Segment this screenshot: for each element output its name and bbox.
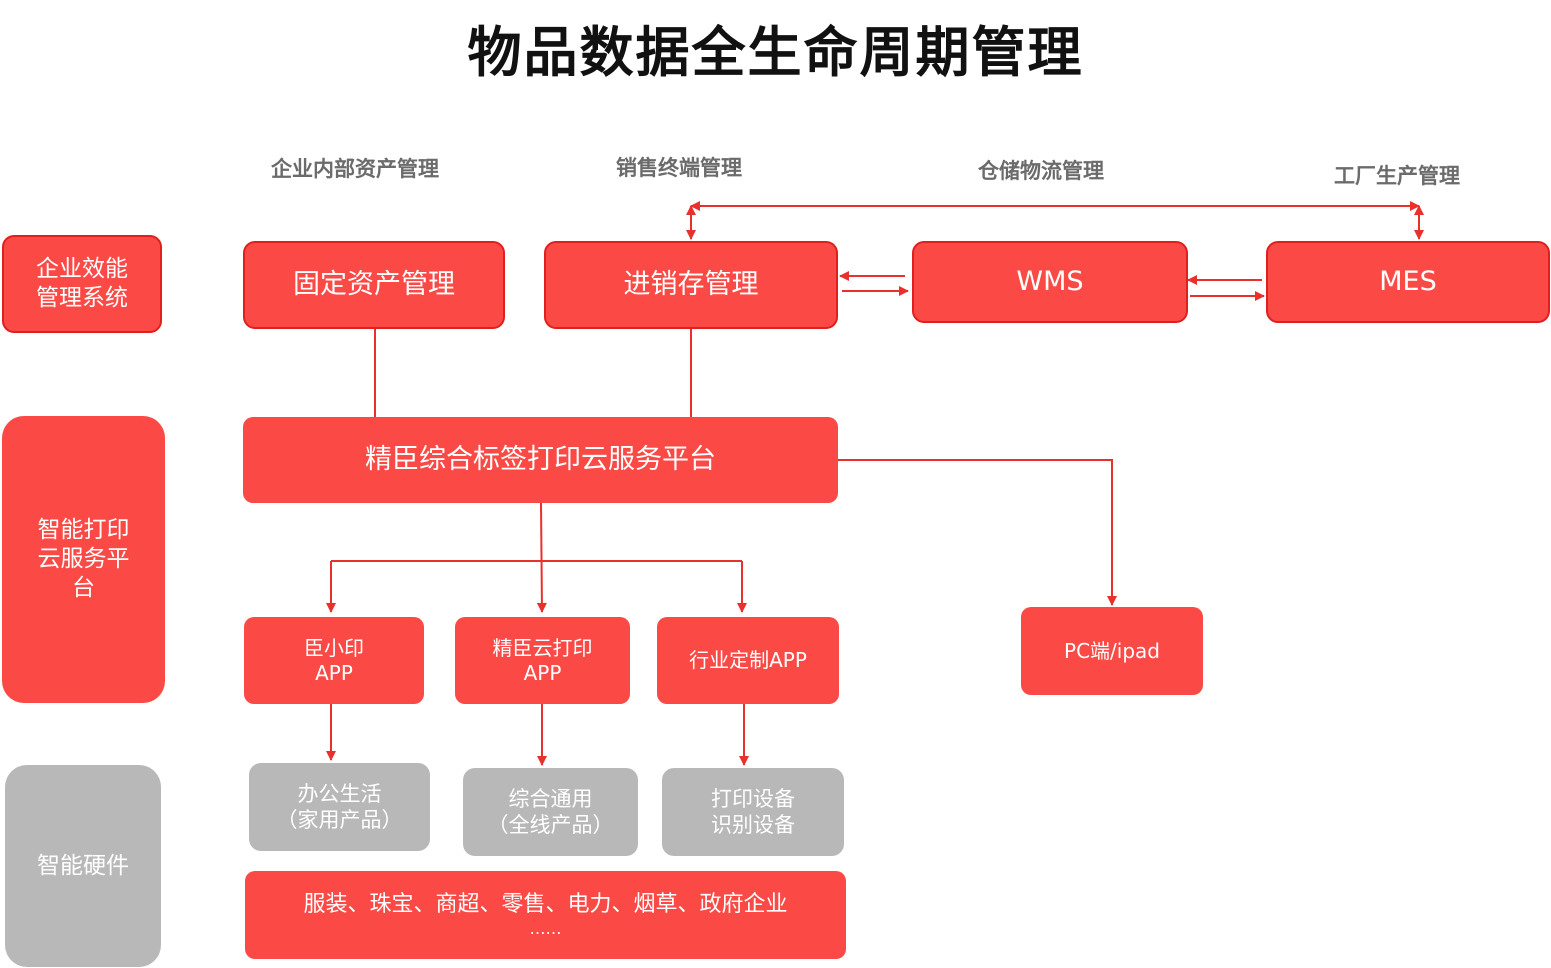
app-1-line1: 臣小印: [304, 635, 364, 660]
cloud-platform-label: 精臣综合标签打印云服务平台: [365, 444, 716, 476]
pc-ipad-box: PC端/ipad: [1021, 607, 1203, 695]
sidebar-efficiency-line1: 企业效能: [36, 256, 128, 283]
industries-box: 服装、珠宝、商超、零售、电力、烟草、政府企业 ……: [245, 871, 846, 959]
inventory-label: 进销存管理: [623, 269, 759, 301]
app-box-2: 精臣云打印 APP: [455, 617, 630, 704]
hardware-box-2: 综合通用 （全线产品）: [463, 768, 638, 856]
sidebar-efficiency-system: 企业效能 管理系统: [2, 235, 162, 333]
link-platform-down: [536, 502, 547, 613]
mes-box: MES: [1266, 241, 1550, 323]
app-box-3: 行业定制APP: [657, 617, 839, 704]
fixed-assets-label: 固定资产管理: [293, 269, 455, 301]
sidebar-cloud-line3: 台: [72, 574, 95, 601]
hardware-2-line2: （全线产品）: [487, 813, 614, 837]
cloud-platform-box: 精臣综合标签打印云服务平台: [243, 417, 838, 503]
hardware-3-line1: 打印设备: [711, 786, 795, 811]
inventory-box: 进销存管理: [544, 241, 838, 329]
industries-line2: ……: [529, 918, 562, 938]
pc-ipad-label: PC端/ipad: [1064, 638, 1160, 663]
hardware-3-line2: 识别设备: [711, 813, 795, 837]
hardware-1-line1: 办公生活: [297, 781, 382, 806]
mes-label: MES: [1379, 266, 1437, 298]
column-label-factory: 工厂生产管理: [1334, 164, 1460, 188]
industries-line1: 服装、珠宝、商超、零售、电力、烟草、政府企业: [303, 892, 788, 918]
app-2-line1: 精臣云打印: [492, 635, 593, 660]
sidebar-hardware-label: 智能硬件: [37, 852, 129, 879]
sidebar-cloud-line1: 智能打印: [37, 517, 130, 544]
hardware-2-line1: 综合通用: [508, 786, 593, 811]
page-title: 物品数据全生命周期管理: [467, 21, 1084, 84]
sidebar-cloud-line2: 云服务平: [37, 546, 130, 573]
app-2-line2: APP: [523, 660, 562, 685]
wms-label: WMS: [1016, 266, 1084, 298]
column-label-asset: 企业内部资产管理: [271, 157, 439, 181]
hardware-1-line2: （家用产品）: [276, 808, 403, 832]
sidebar-cloud-platform: 智能打印 云服务平 台: [2, 416, 165, 703]
app-3-line1: 行业定制APP: [689, 648, 807, 672]
hardware-box-1: 办公生活 （家用产品）: [249, 763, 430, 851]
app-box-1: 臣小印 APP: [244, 617, 424, 704]
wms-box: WMS: [912, 241, 1188, 323]
hardware-box-3: 打印设备 识别设备: [662, 768, 844, 856]
column-label-sales: 销售终端管理: [616, 156, 742, 180]
link-platform-pc: [838, 459, 1117, 606]
sidebar-efficiency-line2: 管理系统: [36, 285, 128, 311]
sidebar-smart-hardware: 智能硬件: [5, 765, 161, 967]
fixed-assets-box: 固定资产管理: [243, 241, 505, 329]
app-1-line2: APP: [315, 660, 353, 685]
column-label-warehouse: 仓储物流管理: [978, 159, 1104, 183]
